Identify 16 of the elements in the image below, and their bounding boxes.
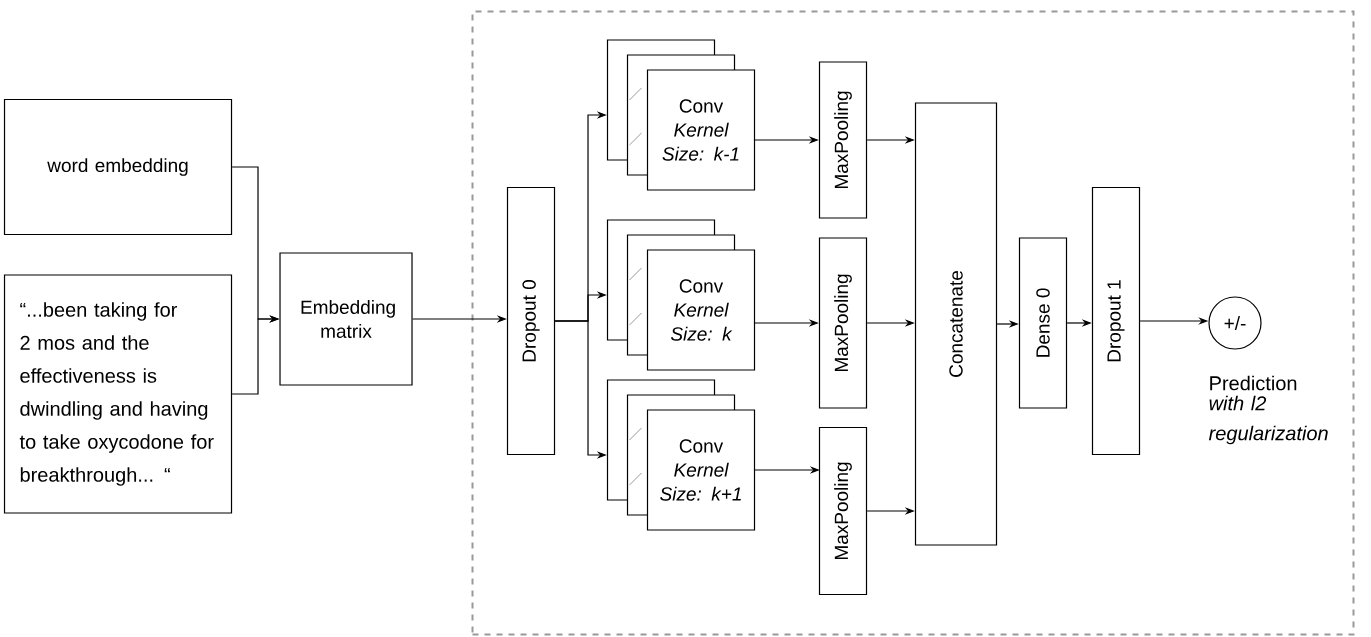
caption-text: Prediction <box>1210 375 1297 391</box>
text-box: “...been taking for 2 mos and the effectiveness is dwindling and having to take oxycodone for breakthrough... “ <box>3 274 233 514</box>
layer-box: MaxPooling <box>818 61 868 219</box>
process-box: Embedding matrix <box>279 252 413 386</box>
layer-box: MaxPooling <box>818 237 868 409</box>
layer-box: Dropout 1 <box>1091 186 1141 456</box>
layer-box: Dense 0 <box>1018 237 1068 409</box>
layer-box: MaxPooling <box>818 426 868 596</box>
stacked-filters-drawing: Conv Kernel Size: k-1 <box>606 39 756 191</box>
layer-box: Dropout 0 <box>506 186 556 456</box>
stacked-filters-drawing: Conv Kernel Size: k+1 <box>606 379 756 531</box>
caption-text: with l2 regularization <box>1208 395 1328 445</box>
stacked-filters-drawing: Conv Kernel Size: k <box>606 219 756 371</box>
process-box: word embedding <box>3 98 233 236</box>
dashed-group-frame <box>471 10 1355 636</box>
layer-box: Concatenate <box>914 102 998 546</box>
